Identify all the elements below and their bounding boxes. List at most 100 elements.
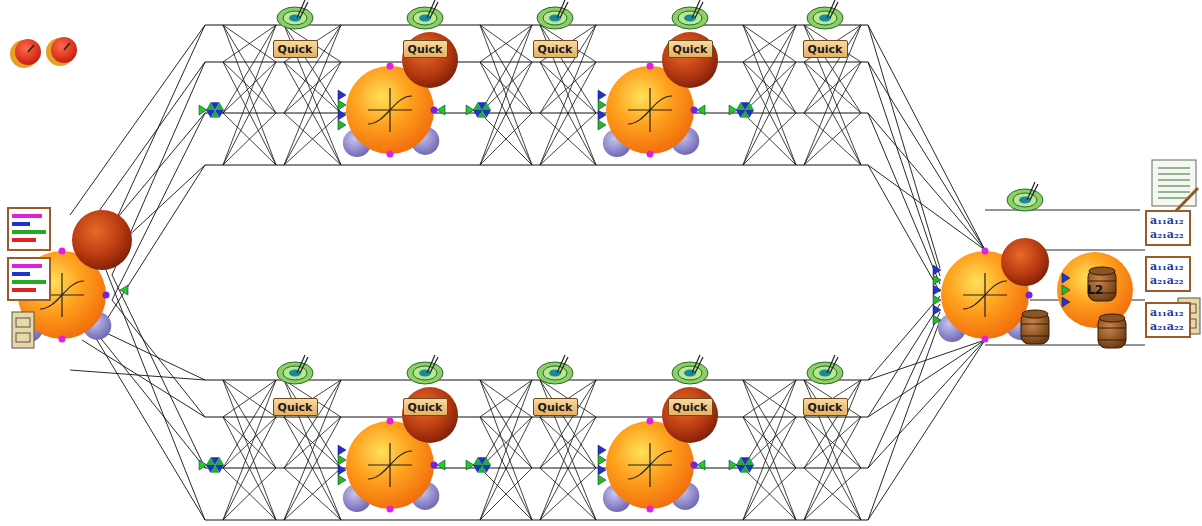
- wire: [804, 62, 861, 165]
- wire: [804, 417, 861, 468]
- port-triangle: [338, 445, 346, 455]
- port-triangle: [466, 105, 474, 115]
- wire: [868, 340, 985, 468]
- wire: [205, 520, 868, 521]
- data-file-icon: [8, 258, 50, 300]
- axon-dot: [387, 151, 394, 158]
- wire: [804, 380, 861, 520]
- connector-icon: [206, 102, 224, 118]
- axon-dot: [103, 292, 110, 299]
- wire: [112, 300, 205, 417]
- wire: [985, 210, 1140, 211]
- activation-control: [402, 387, 458, 443]
- wire: [743, 380, 796, 417]
- wire: [223, 113, 276, 165]
- wire: [480, 417, 532, 468]
- transfer-symbol: [628, 443, 672, 487]
- probe-tag: Quick: [668, 398, 713, 416]
- wire: [804, 62, 861, 165]
- port-triangle: [338, 475, 346, 485]
- wire: [284, 62, 341, 165]
- wire-group: [70, 25, 1145, 520]
- port-triangle: [120, 285, 128, 295]
- port-triangle: [598, 120, 606, 130]
- activation-control: [402, 32, 458, 88]
- probe-tag: Quick: [803, 398, 848, 416]
- wire: [223, 380, 276, 520]
- wire: [480, 380, 532, 417]
- wire: [743, 62, 796, 165]
- wire: [743, 25, 796, 165]
- port-triangle: [437, 460, 445, 470]
- wire: [743, 380, 796, 520]
- wire: [868, 340, 985, 417]
- probe-tag: Quick: [403, 40, 448, 58]
- wire: [70, 295, 205, 520]
- connector-icon: [736, 102, 754, 118]
- wire: [223, 25, 276, 165]
- probe-label: Quick: [538, 43, 573, 56]
- wire: [480, 380, 532, 520]
- wire: [540, 380, 596, 468]
- port-triangle: [598, 90, 606, 100]
- port-triangle: [338, 90, 346, 100]
- axon-dot: [647, 63, 654, 70]
- wire: [223, 25, 276, 113]
- axon-dot: [982, 336, 989, 343]
- wire: [540, 417, 596, 520]
- wire: [743, 380, 796, 468]
- wire: [743, 468, 796, 520]
- matrix-label: a₁₁a₁₂ a₂₁a₂₂: [1150, 260, 1186, 288]
- wire: [743, 25, 796, 62]
- probe-icon: [1007, 182, 1043, 211]
- port-triangle: [933, 295, 941, 305]
- wire: [100, 255, 205, 520]
- axon-dot: [647, 506, 654, 513]
- wire: [480, 62, 532, 165]
- wire: [804, 113, 861, 165]
- wire: [70, 25, 205, 215]
- wire: [743, 25, 796, 113]
- wire: [868, 62, 940, 276]
- probe-icon: [277, 355, 313, 384]
- wire: [743, 380, 796, 417]
- wire: [743, 417, 796, 468]
- probe-icon: [407, 0, 443, 29]
- transfer-symbol: [963, 273, 1007, 317]
- axon-dot: [59, 336, 66, 343]
- wire: [82, 340, 205, 417]
- probe-icon: [807, 355, 843, 384]
- criterion-body: [1057, 252, 1133, 328]
- wire: [480, 62, 532, 113]
- wire: [284, 25, 341, 113]
- axon-dot: [387, 506, 394, 513]
- wire: [223, 380, 276, 417]
- clock-icon: [15, 39, 41, 65]
- wire: [480, 25, 532, 113]
- criterion-node: L2: [1070, 265, 1120, 315]
- port-triangle: [729, 105, 737, 115]
- wire: [223, 468, 276, 520]
- wire: [540, 25, 596, 113]
- port-triangle: [598, 465, 606, 475]
- wire: [804, 25, 861, 113]
- wire: [480, 468, 532, 520]
- wire: [223, 62, 276, 165]
- probe-label: Quick: [673, 43, 708, 56]
- axon-dot: [1026, 292, 1033, 299]
- wire: [804, 25, 861, 165]
- wire: [540, 62, 596, 165]
- probe-label: Quick: [808, 43, 843, 56]
- wire: [868, 25, 985, 250]
- axon-dot: [647, 418, 654, 425]
- wire: [804, 468, 861, 520]
- connector-icon: [473, 102, 491, 118]
- wire: [112, 113, 205, 300]
- probe-label: Quick: [408, 401, 443, 414]
- wire: [743, 113, 796, 165]
- barrel-icon: [1021, 310, 1049, 344]
- wire: [284, 417, 341, 520]
- wire: [540, 25, 596, 113]
